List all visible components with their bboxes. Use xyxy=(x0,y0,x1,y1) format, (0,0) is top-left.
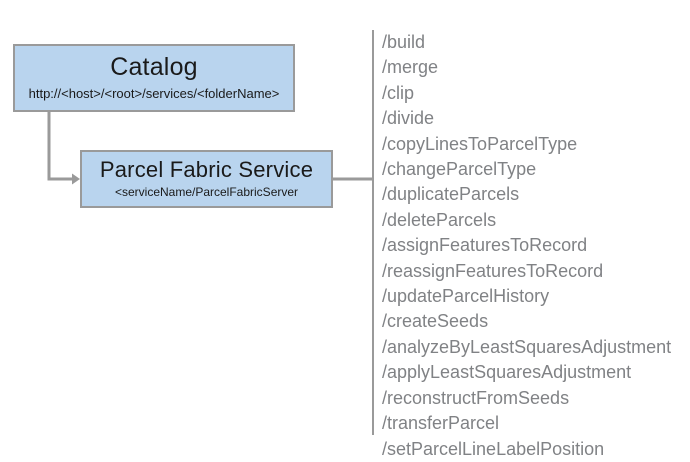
operation-item: /updateParcelHistory xyxy=(382,286,550,307)
operation-item: /reassignFeaturesToRecord xyxy=(382,260,604,281)
operation-item: /divide xyxy=(382,108,435,129)
node-catalog-subtitle: http://<host>/<root>/services/<folderNam… xyxy=(28,86,280,101)
operation-item: /deleteParcels xyxy=(382,209,497,230)
operation-item: /duplicateParcels xyxy=(382,184,520,205)
operation-item: /assignFeaturesToRecord xyxy=(382,235,588,256)
node-parcel-fabric-service-title: Parcel Fabric Service xyxy=(99,156,314,182)
arrowhead-icon xyxy=(72,173,80,185)
operation-item: /build xyxy=(382,32,426,52)
operation-item: /clip xyxy=(382,82,415,103)
operation-item: /analyzeByLeastSquaresAdjustment xyxy=(382,336,672,357)
connector-catalog-to-service xyxy=(47,112,80,185)
operations-list: /build/merge/clip/divide/copyLinesToParc… xyxy=(372,30,672,459)
node-parcel-fabric-service-subtitle: <serviceName/ParcelFabricServer xyxy=(114,184,299,199)
operation-item: /setParcelLineLabelPosition xyxy=(382,438,605,459)
operation-item: /transferParcel xyxy=(382,413,500,434)
operation-item: /copyLinesToParcelType xyxy=(382,133,578,154)
operation-item: /reconstructFromSeeds xyxy=(382,387,570,408)
operation-item: /merge xyxy=(382,57,439,78)
node-catalog: Catalog http://<host>/<root>/services/<f… xyxy=(13,44,295,112)
service-diagram: Catalog http://<host>/<root>/services/<f… xyxy=(13,30,672,459)
operation-item: /applyLeastSquaresAdjustment xyxy=(382,362,632,383)
operation-item: /createSeeds xyxy=(382,311,489,332)
operation-item: /changeParcelType xyxy=(382,159,537,180)
node-catalog-title: Catalog xyxy=(110,53,198,81)
node-parcel-fabric-service: Parcel Fabric Service <serviceName/Parce… xyxy=(80,150,333,208)
